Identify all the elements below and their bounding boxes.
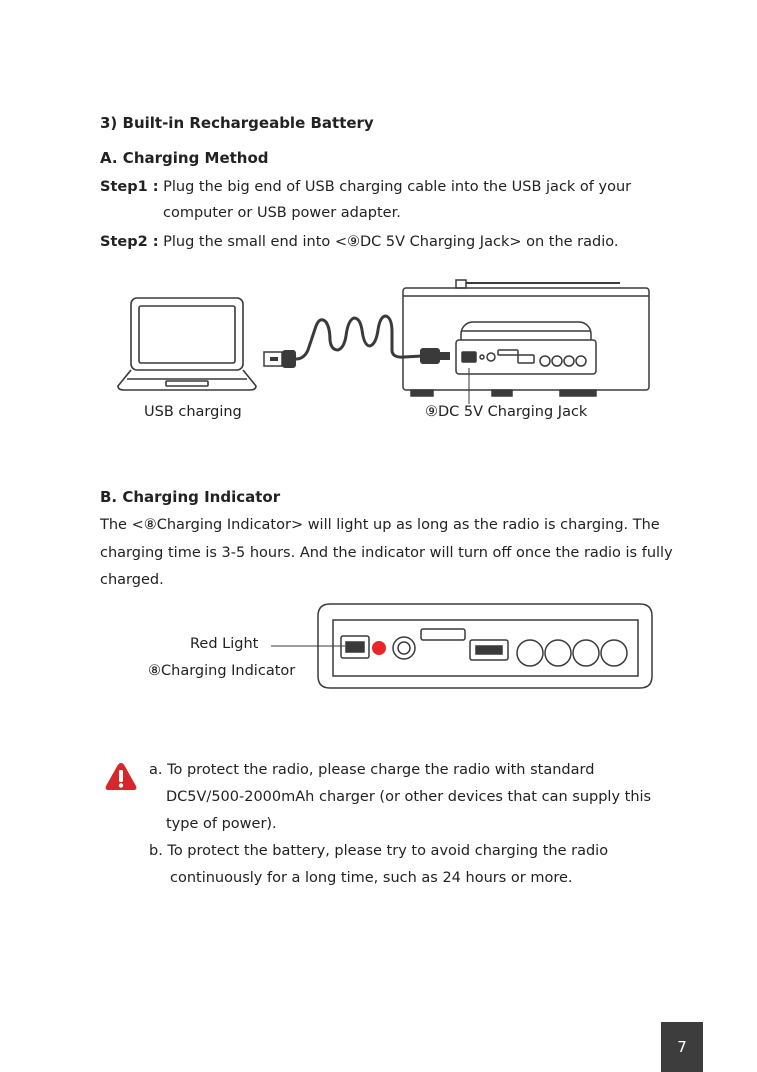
indicator-panel-diagram	[271, 603, 653, 689]
warning-b-line2: continuously for a long time, such as 24…	[170, 870, 573, 886]
step1-text: Plug the big end of USB charging cable i…	[163, 179, 632, 195]
radio-back-icon	[402, 279, 650, 404]
warning-a-line1: a. To protect the radio, please charge t…	[149, 762, 595, 778]
step2-line: Step2 : Plug the small end into <⑨DC 5V …	[100, 229, 618, 255]
step1-line2: computer or USB power adapter.	[163, 205, 401, 221]
charging-indicator-label: ⑧Charging Indicator	[148, 663, 296, 679]
section-title: 3) Built-in Rechargeable Battery	[100, 114, 374, 132]
indicator-text-line3: charged.	[100, 572, 164, 588]
warning-b-line1: b. To protect the battery, please try to…	[149, 843, 609, 859]
usb-charging-diagram	[117, 279, 650, 404]
warning-a-line2: DC5V/500-2000mAh charger (or other devic…	[166, 789, 652, 805]
dc-jack-caption: ⑨DC 5V Charging Jack	[425, 404, 588, 420]
red-charging-light-icon	[372, 641, 386, 655]
indicator-text-line2: charging time is 3-5 hours. And the indi…	[100, 545, 673, 561]
step2-text: Plug the small end into <⑨DC 5V Charging…	[163, 234, 619, 250]
red-light-label: Red Light	[190, 636, 259, 652]
warning-icon	[105, 763, 137, 790]
step2-label: Step2 :	[100, 234, 159, 250]
charging-method-heading: A. Charging Method	[100, 149, 269, 167]
laptop-icon	[117, 297, 257, 391]
usb-charging-caption: USB charging	[144, 404, 242, 420]
charging-indicator-heading: B. Charging Indicator	[100, 488, 281, 506]
indicator-text-line1: The <⑧Charging Indicator> will light up …	[100, 517, 660, 533]
usb-cable-icon	[263, 314, 450, 368]
radio-panel-icon	[271, 603, 653, 689]
step1-line1: Step1 : Plug the big end of USB charging…	[100, 174, 631, 200]
page-number: 7	[661, 1022, 703, 1072]
step1-label: Step1 :	[100, 179, 159, 195]
warning-a-line3: type of power).	[166, 816, 277, 832]
